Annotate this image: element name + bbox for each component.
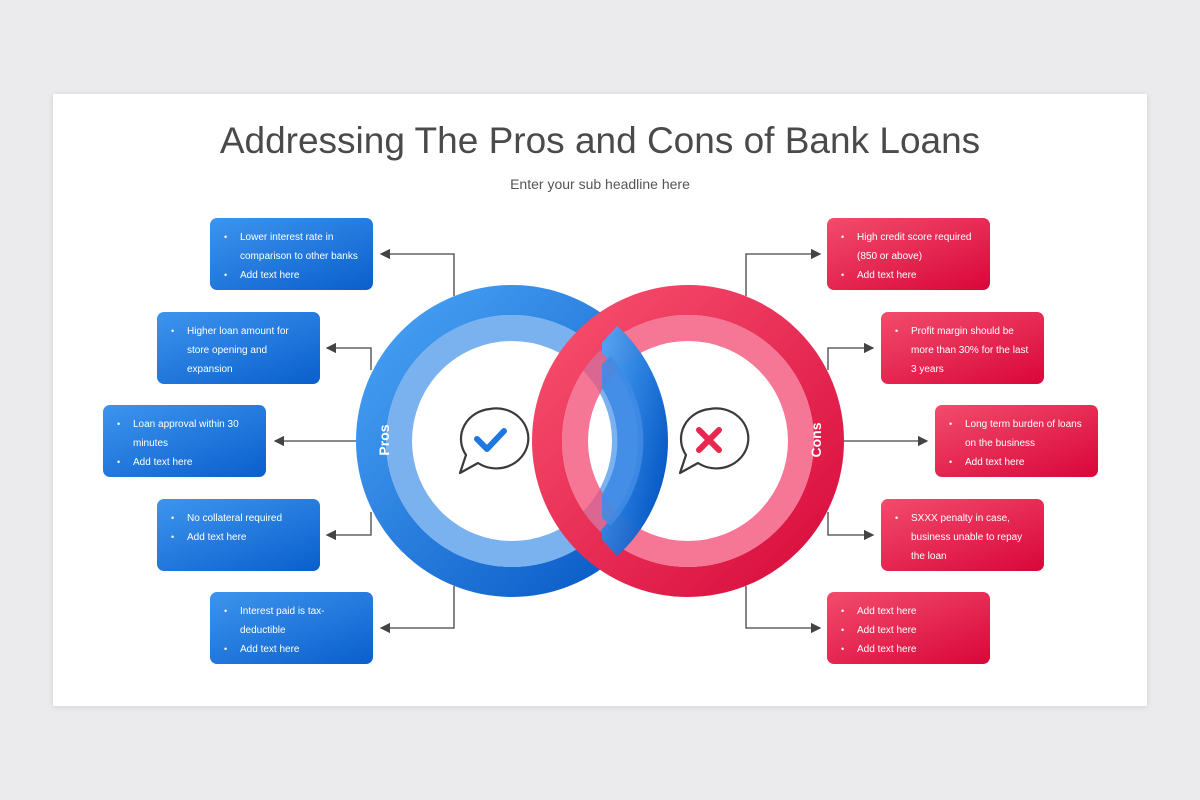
pros-ring-overlap	[602, 325, 668, 557]
list-item: Lower interest rate in comparison to oth…	[224, 228, 363, 266]
page-subtitle: Enter your sub headline here	[510, 176, 690, 192]
check-chat-icon	[458, 407, 530, 475]
cons-box-1: High credit score required (850 or above…	[827, 218, 990, 290]
cons-label: Cons	[808, 422, 824, 458]
list-item: Add text here	[841, 602, 980, 621]
cons-box-3: Long term burden of loans on the busines…	[935, 405, 1098, 477]
list-item: No collateral required	[171, 509, 310, 528]
cons-connector-2	[827, 342, 875, 370]
pros-box-1: Lower interest rate in comparison to oth…	[210, 218, 373, 290]
cons-box-2: Profit margin should be more than 30% fo…	[881, 312, 1044, 384]
pros-connectors	[273, 248, 455, 634]
page-title: Addressing The Pros and Cons of Bank Loa…	[219, 120, 981, 161]
cons-connector-4	[827, 512, 875, 541]
pros-label: Pros	[376, 424, 392, 456]
list-item: Profit margin should be more than 30% fo…	[895, 322, 1034, 379]
list-item: Add text here	[841, 621, 980, 640]
pros-connector-2	[325, 342, 372, 370]
list-item: High credit score required (850 or above…	[841, 228, 980, 266]
list-item: Higher loan amount for store opening and…	[171, 322, 310, 379]
pros-box-4: No collateral required Add text here	[157, 499, 320, 571]
pros-box-2: Higher loan amount for store opening and…	[157, 312, 320, 384]
pros-connector-4	[325, 512, 372, 541]
pros-connector-5	[379, 586, 455, 634]
list-item: SXXX penalty in case, business unable to…	[895, 509, 1034, 566]
cons-box-4: SXXX penalty in case, business unable to…	[881, 499, 1044, 571]
pros-box-3: Loan approval within 30 minutes Add text…	[103, 405, 266, 477]
list-item: Long term burden of loans on the busines…	[949, 415, 1088, 453]
list-item: Loan approval within 30 minutes	[117, 415, 256, 453]
pros-box-5: Interest paid is tax-deductible Add text…	[210, 592, 373, 664]
list-item: Add text here	[171, 528, 310, 547]
cons-connectors	[745, 248, 929, 634]
cons-box-5: Add text here Add text here Add text her…	[827, 592, 990, 664]
cons-connector-1	[745, 248, 822, 296]
pros-connector-1	[379, 248, 455, 296]
list-item: Add text here	[117, 453, 256, 472]
cons-connector-5	[745, 586, 822, 634]
list-item: Add text here	[841, 640, 980, 659]
list-item: Add text here	[949, 453, 1088, 472]
cross-chat-icon	[678, 407, 750, 475]
list-item: Add text here	[841, 266, 980, 285]
cons-ring	[532, 285, 844, 597]
list-item: Add text here	[224, 266, 363, 285]
list-item: Interest paid is tax-deductible	[224, 602, 363, 640]
list-item: Add text here	[224, 640, 363, 659]
